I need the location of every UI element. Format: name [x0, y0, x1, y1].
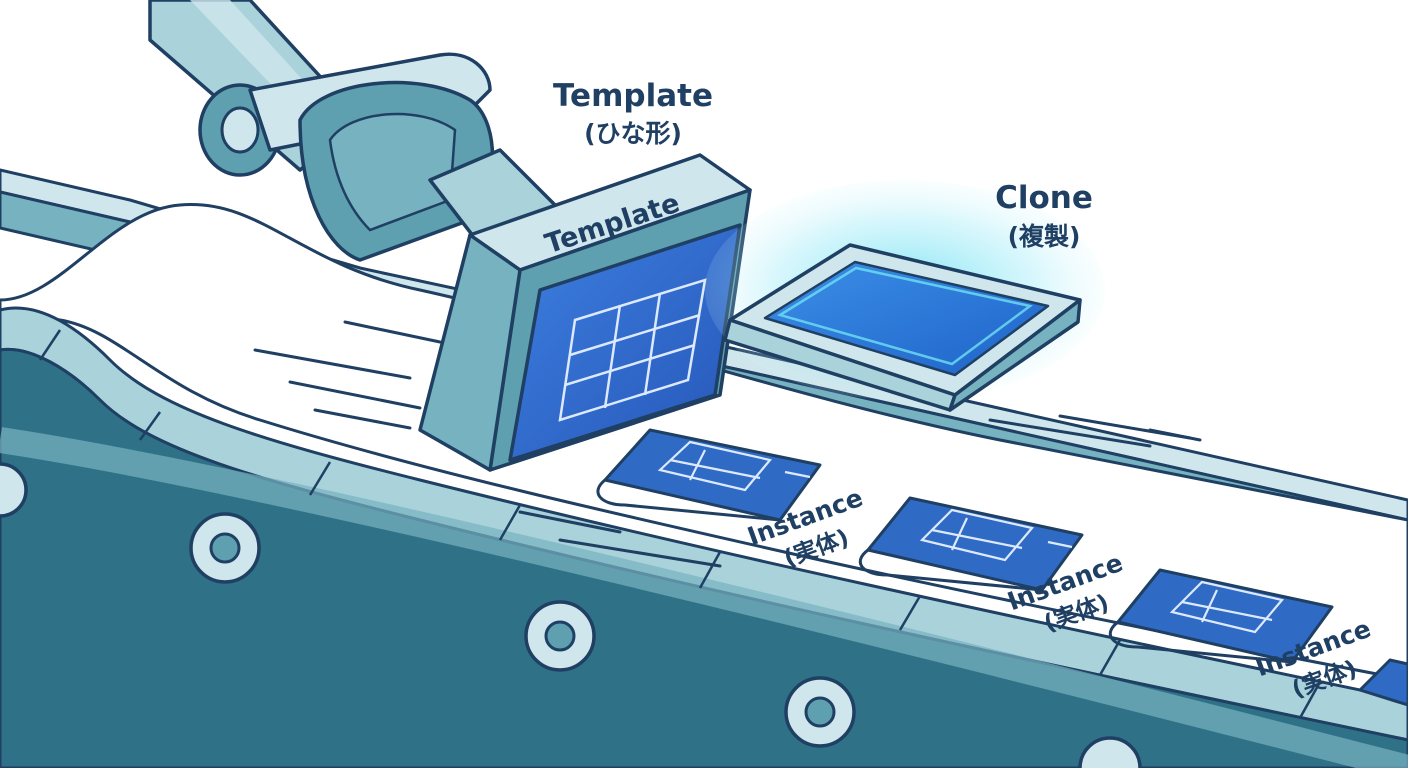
motion-lines	[253, 320, 1202, 568]
roller-icon	[784, 676, 856, 748]
roller-icon	[189, 512, 261, 584]
blueprint-icon	[858, 496, 1084, 592]
blueprint-icon	[1108, 568, 1334, 664]
clone-label: Clone	[995, 180, 1093, 216]
roller-icon	[524, 600, 596, 672]
blueprint-icon	[1358, 658, 1408, 707]
stamp-icon: Template	[418, 153, 752, 472]
front-conveyor-belt	[0, 306, 1408, 768]
roller-icon	[0, 462, 28, 518]
template-label: Template	[553, 78, 713, 114]
roller-icon	[1078, 736, 1142, 768]
robot-arm-icon	[148, 0, 562, 262]
clone-label-jp: (複製)	[1008, 222, 1081, 251]
blueprint-icon	[596, 428, 822, 522]
clone-tray	[705, 180, 1105, 412]
template-label-jp: (ひな形)	[584, 119, 682, 148]
